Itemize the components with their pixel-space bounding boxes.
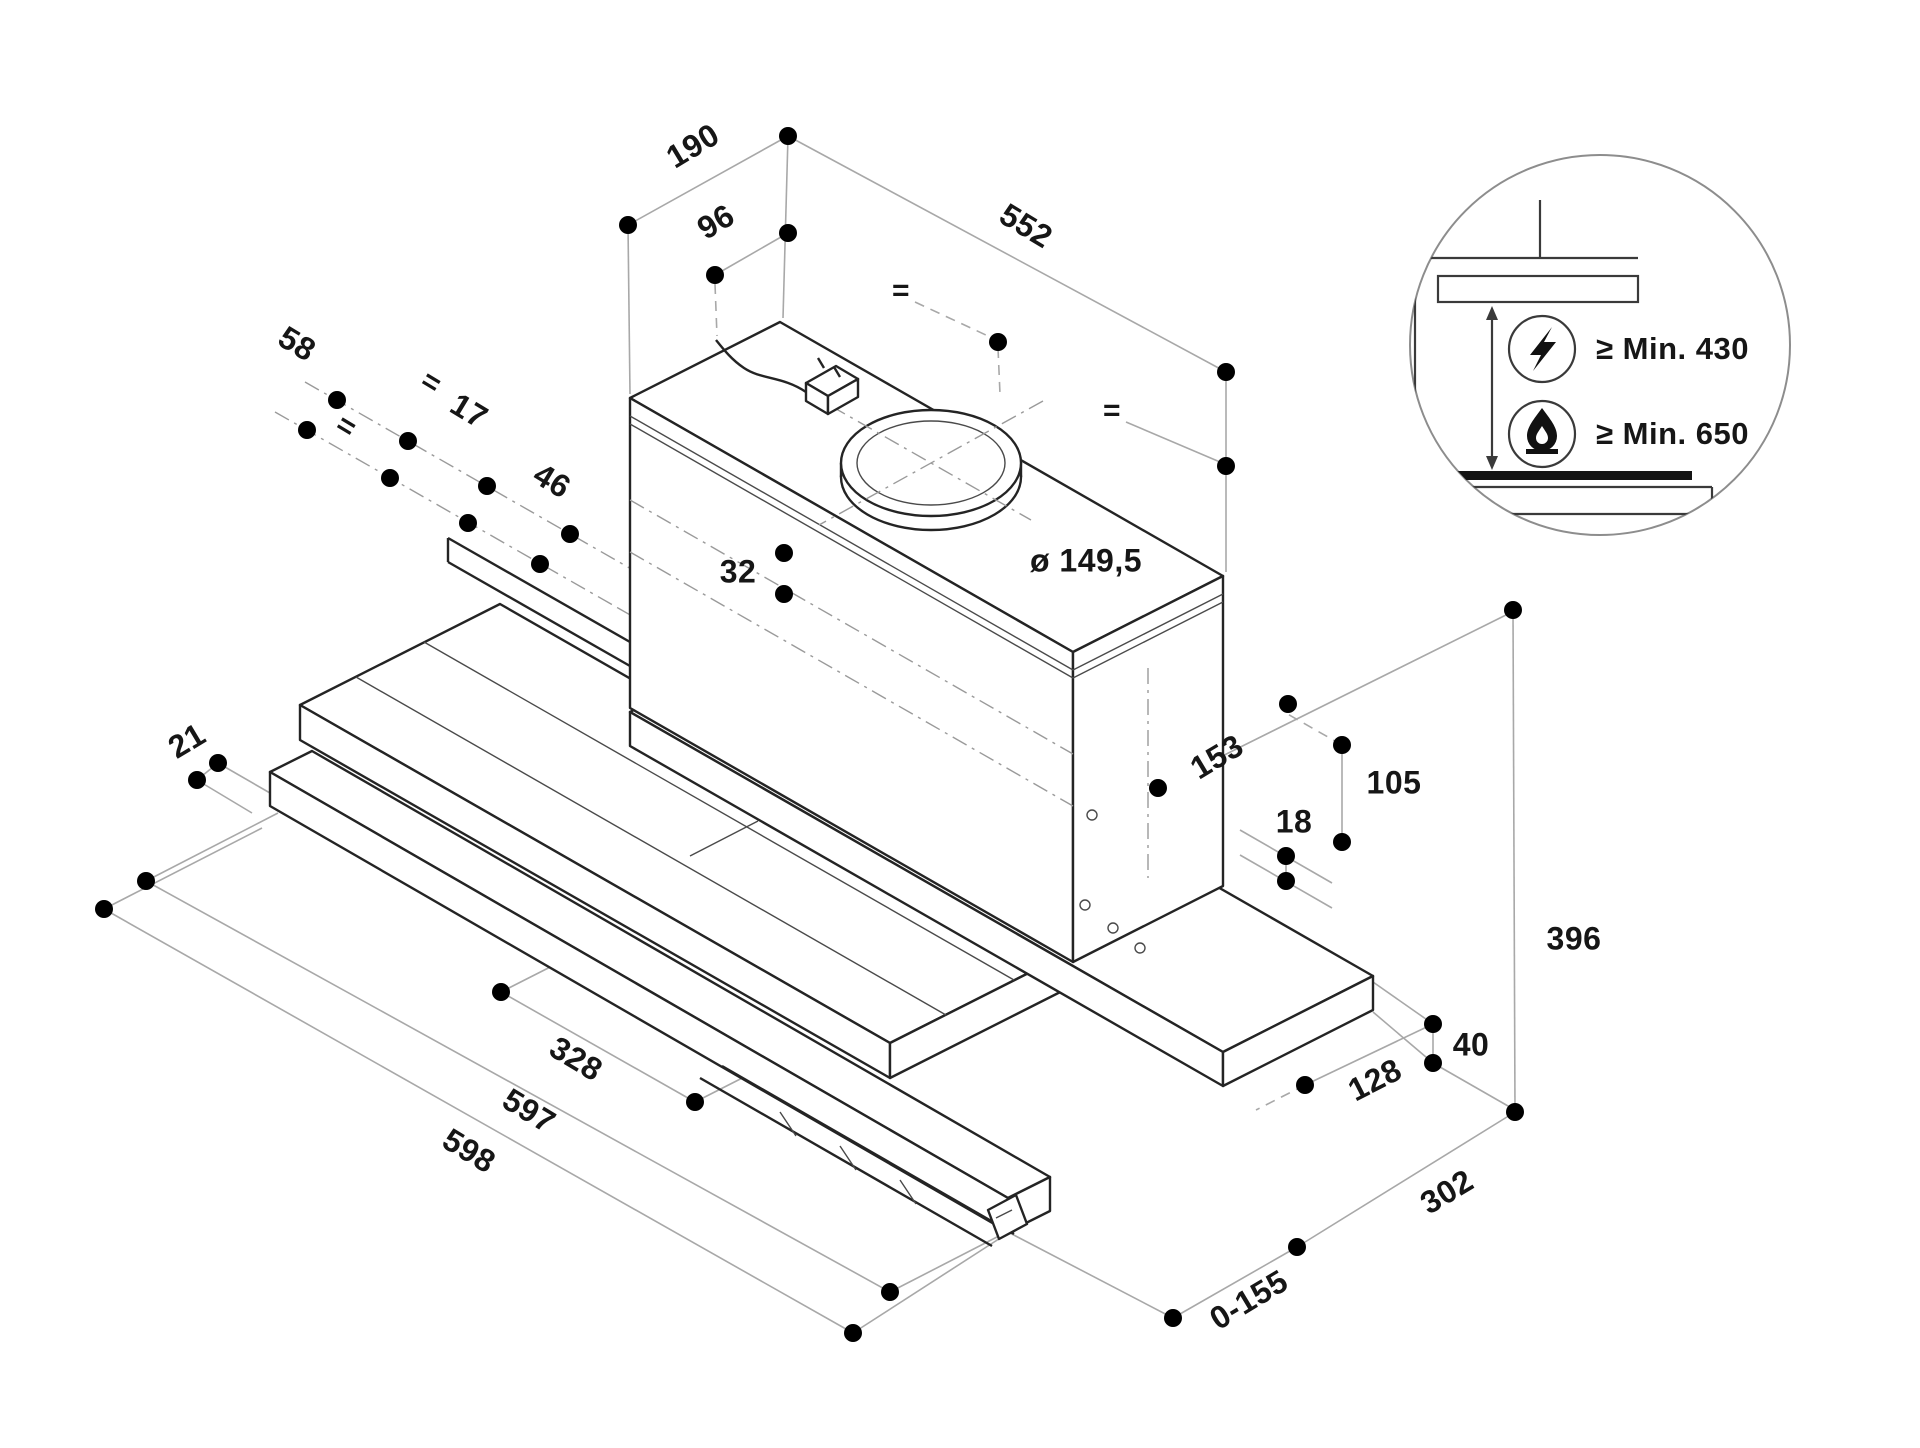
gas-hob-icon bbox=[1507, 399, 1577, 469]
duct-spigot bbox=[818, 400, 1044, 532]
dim-label-396: 396 bbox=[1546, 920, 1602, 957]
electric-hob-icon bbox=[1507, 314, 1577, 384]
power-plug bbox=[715, 339, 860, 416]
equal-mark-right: = bbox=[1102, 394, 1122, 427]
mounting-bracket bbox=[446, 536, 631, 668]
dim-label-40: 40 bbox=[1452, 1026, 1490, 1063]
gas-clearance-label: ≥ Min. 650 bbox=[1596, 416, 1749, 451]
dim-label-18: 18 bbox=[1275, 803, 1313, 840]
equal-mark-top: = bbox=[891, 274, 911, 307]
telescopic-rail bbox=[699, 1064, 1029, 1248]
dimension-dots bbox=[95, 127, 1524, 1342]
electric-clearance-label: ≥ Min. 430 bbox=[1596, 331, 1749, 366]
duct-diameter-label: ø 149,5 bbox=[1029, 542, 1143, 579]
dim-label-32: 32 bbox=[719, 553, 757, 590]
dim-label-105: 105 bbox=[1366, 764, 1422, 801]
